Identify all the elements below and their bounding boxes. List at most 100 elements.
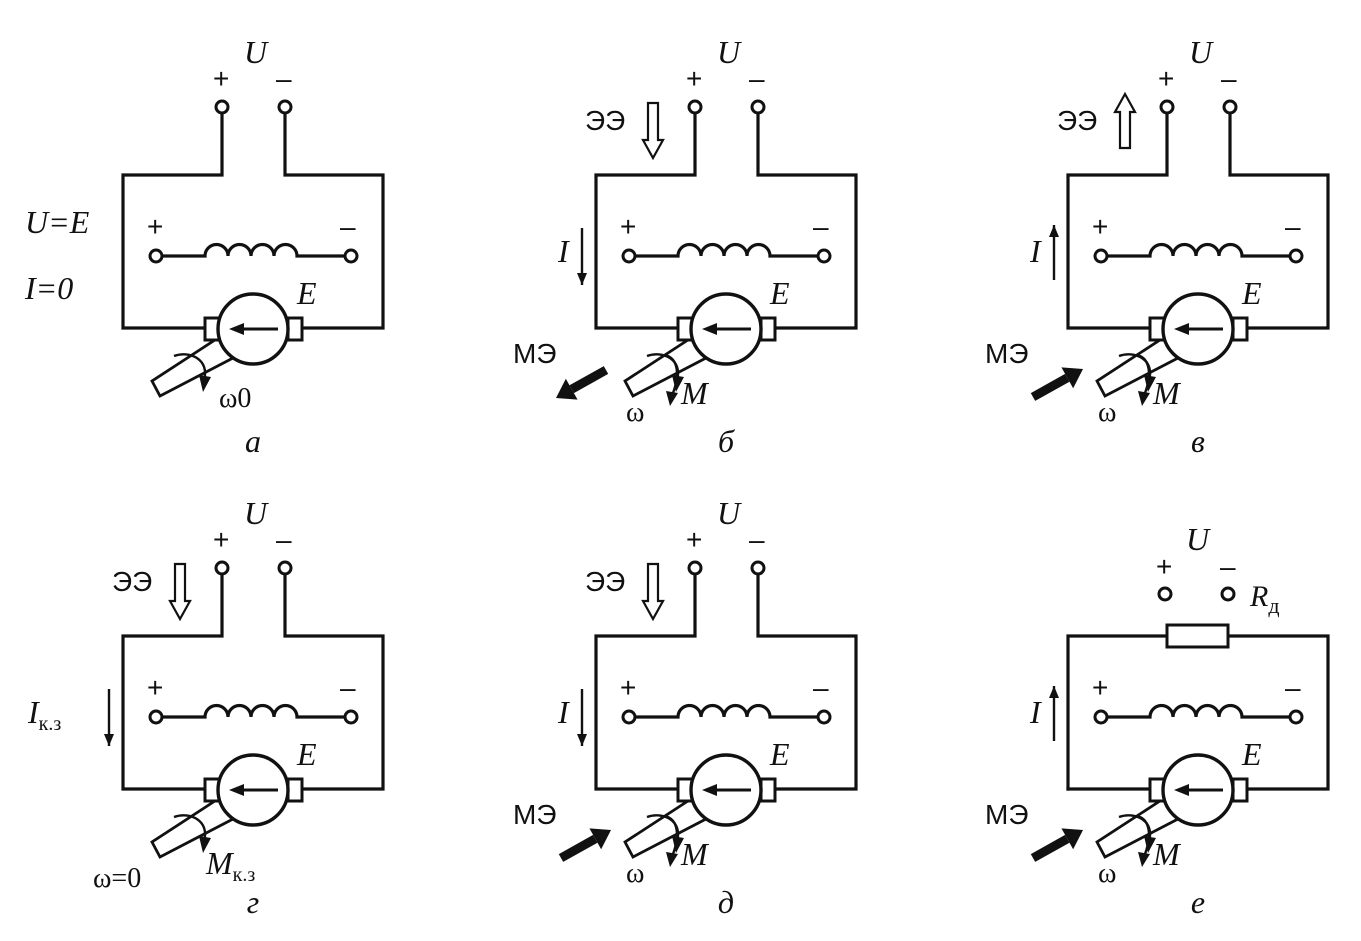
current-arrow-head (1049, 686, 1059, 698)
source-minus-label: – (1221, 63, 1237, 94)
emf-label: E (296, 275, 317, 311)
electric-energy-arrow (1113, 91, 1137, 150)
resistor-label-subscript: д (1268, 593, 1279, 618)
torque-label-main: M (205, 845, 235, 881)
armature-arrow-head (702, 784, 717, 796)
mechanical-energy-arrow-head (1061, 828, 1083, 850)
mechanical-energy-label: МЭ (985, 799, 1028, 830)
terminal-plus (214, 560, 230, 576)
source-voltage-label: U (244, 34, 269, 70)
brush-right (1231, 316, 1249, 342)
terminal-plus (1159, 99, 1175, 115)
winding-terminal-plus (1093, 709, 1109, 725)
panel-caption: д (718, 884, 734, 920)
current-label: I (1029, 233, 1042, 269)
mechanical-energy-arrow-shaft (558, 834, 598, 862)
speed-label: ω (626, 858, 644, 889)
current-arrow-head (577, 734, 587, 746)
field-winding (1105, 703, 1292, 719)
terminal-minus (1222, 99, 1238, 115)
electric-energy-label: ЭЭ (585, 105, 625, 136)
circuit-wire-right (283, 571, 385, 791)
field-winding (1105, 242, 1292, 258)
winding-terminal-plus (1093, 248, 1109, 264)
armature-arrow-head (229, 323, 244, 335)
winding-terminal-minus (816, 709, 832, 725)
torque-label: M (1152, 836, 1182, 872)
panel-caption: г (247, 884, 259, 920)
circuit-wire-right (1228, 110, 1330, 330)
circuit-wire-left (121, 571, 224, 791)
electric-energy-label: ЭЭ (112, 566, 152, 597)
winding-terminal-minus (343, 248, 359, 264)
speed-label: ω (1098, 858, 1116, 889)
mechanical-energy-arrow-shaft (1030, 834, 1070, 862)
brush-right (286, 777, 304, 803)
current-label-main: I (27, 694, 40, 730)
speed-label: ω0 (219, 383, 251, 414)
emf-label: E (296, 736, 317, 772)
winding-terminal-minus (1288, 248, 1304, 264)
winding-terminal-minus (1288, 709, 1304, 725)
circuit-wire-right (756, 571, 858, 791)
brush-right (759, 316, 777, 342)
current-label: I (1029, 694, 1042, 730)
source-plus-label: + (213, 63, 229, 94)
winding-plus-label: + (147, 211, 163, 242)
brush-right (759, 777, 777, 803)
electric-energy-label: ЭЭ (1057, 105, 1097, 136)
winding-terminal-minus (816, 248, 832, 264)
condition-label: I=0 (24, 270, 73, 306)
source-plus-label: + (1156, 551, 1172, 582)
panel-caption: е (1191, 884, 1205, 920)
emf-label: E (1241, 736, 1262, 772)
circuit-wire (1066, 634, 1330, 791)
torque-label: M (1152, 375, 1182, 411)
winding-terminal-plus (148, 248, 164, 264)
terminal-plus (687, 99, 703, 115)
winding-plus-label: + (1092, 672, 1108, 703)
mechanical-energy-arrow-shaft (569, 366, 609, 394)
mechanical-energy-arrow-shaft (1030, 373, 1070, 401)
current-arrow-head (1049, 225, 1059, 237)
resistor-label: Rд (1249, 580, 1280, 618)
winding-minus-label: – (813, 672, 829, 703)
emf-label: E (769, 275, 790, 311)
field-winding (160, 703, 347, 719)
emf-label: E (769, 736, 790, 772)
panel-caption: в (1191, 423, 1205, 459)
current-arrow-head (577, 273, 587, 285)
circuit-wire-left (594, 110, 697, 330)
source-voltage-label: U (1186, 521, 1211, 557)
torque-arc-head (666, 852, 678, 867)
rotation-arc-head (199, 836, 211, 853)
terminal-minus (277, 560, 293, 576)
circuit-wire-right (756, 110, 858, 330)
terminal-plus (687, 560, 703, 576)
speed-label: ω=0 (93, 863, 141, 894)
winding-minus-label: – (813, 211, 829, 242)
source-voltage-label: U (244, 495, 269, 531)
winding-terminal-minus (343, 709, 359, 725)
winding-terminal-plus (621, 709, 637, 725)
electric-energy-arrow (168, 562, 192, 622)
current-arrow-head (104, 734, 114, 746)
torque-arc-head (1138, 391, 1150, 406)
electric-energy-arrow (641, 101, 665, 161)
rotation-arc-head (199, 375, 211, 392)
torque-label: M (680, 375, 710, 411)
winding-minus-label: – (340, 211, 356, 242)
resistor (1165, 623, 1230, 649)
winding-plus-label: + (620, 211, 636, 242)
circuit-wire-left (121, 110, 224, 330)
torque-label: Mк.з (205, 845, 255, 886)
field-winding (160, 242, 347, 258)
current-label: Iк.з (27, 694, 61, 735)
source-voltage-label: U (717, 34, 742, 70)
mechanical-energy-label: МЭ (513, 799, 556, 830)
torque-label-subscript: к.з (233, 864, 256, 886)
speed-label: ω (626, 397, 644, 428)
